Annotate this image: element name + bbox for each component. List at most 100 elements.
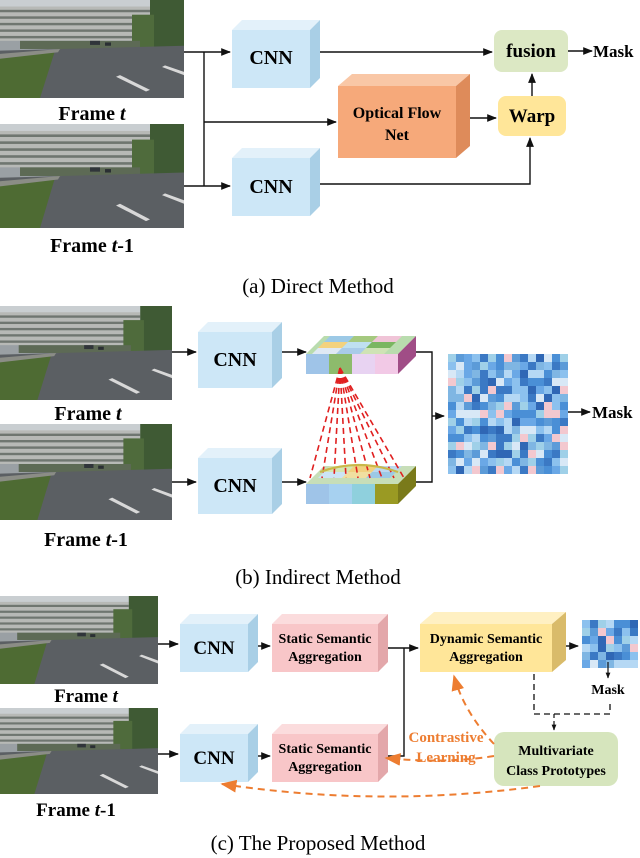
heatmap-cell xyxy=(480,458,488,466)
heatmap-cell xyxy=(496,354,504,362)
heatmap-cell xyxy=(598,628,606,636)
heatmap-cell xyxy=(552,458,560,466)
heatmap-cell xyxy=(614,620,622,628)
heatmap-cell xyxy=(504,410,512,418)
heatmap-cell xyxy=(488,426,496,434)
optical-flow-label-1: Optical Flow xyxy=(353,105,442,122)
heatmap-cell xyxy=(582,644,590,652)
heatmap-cell xyxy=(560,458,568,466)
cnn-box-bottom-a: CNN xyxy=(232,148,320,216)
heatmap-cell xyxy=(456,378,464,386)
heatmap-cell xyxy=(448,426,456,434)
heatmap-cell xyxy=(552,394,560,402)
optical-flow-label-2: Net xyxy=(385,127,410,144)
heatmap-cell xyxy=(528,434,536,442)
heatmap-cell xyxy=(630,652,638,660)
heatmap-cell xyxy=(496,458,504,466)
heatmap-cell xyxy=(512,434,520,442)
heatmap-cell xyxy=(488,458,496,466)
dsa-box: Dynamic Semantic Aggregation xyxy=(420,612,566,672)
correspondence-lines xyxy=(309,367,405,479)
heatmap-cell xyxy=(456,466,464,474)
heatmap-cell xyxy=(488,354,496,362)
heatmap-cell xyxy=(528,402,536,410)
ssa-top-label-1: Static Semantic xyxy=(279,632,372,647)
frame-t1-image-a xyxy=(0,124,184,228)
heatmap-cell xyxy=(606,620,614,628)
heatmap-cell xyxy=(544,370,552,378)
panel-b: Frame t Frame t-1 CNN CNN xyxy=(0,306,633,589)
heatmap-cell xyxy=(504,394,512,402)
heatmap-cell xyxy=(488,394,496,402)
heatmap-cell xyxy=(448,418,456,426)
heatmap-cell xyxy=(544,458,552,466)
heatmap-cell xyxy=(504,402,512,410)
cnn-label-top-a: CNN xyxy=(249,47,293,69)
heatmap-cell xyxy=(512,410,520,418)
heatmap-cell xyxy=(536,418,544,426)
heatmap-cell xyxy=(544,394,552,402)
ssa-box-bottom: Static Semantic Aggregation xyxy=(272,724,388,782)
heatmap-cell xyxy=(544,378,552,386)
heatmap-cell xyxy=(536,442,544,450)
heatmap-cell xyxy=(598,636,606,644)
heatmap-cell xyxy=(448,378,456,386)
heatmap-cell xyxy=(448,402,456,410)
heatmap-cell xyxy=(552,370,560,378)
heatmap-cell xyxy=(560,362,568,370)
heatmap-cell xyxy=(528,458,536,466)
contrastive-arrow-dsa xyxy=(451,674,495,745)
heatmap-cell xyxy=(544,434,552,442)
heatmap-cell xyxy=(456,418,464,426)
heatmap-cell xyxy=(606,636,614,644)
mask-label-a: Mask xyxy=(593,42,634,61)
heatmap-cell xyxy=(544,426,552,434)
heatmap-cell xyxy=(512,426,520,434)
heatmap-cell xyxy=(480,450,488,458)
cnn-label-top-b: CNN xyxy=(213,349,257,371)
heatmap-cell xyxy=(560,418,568,426)
heatmap-cell xyxy=(480,370,488,378)
heatmap-cell xyxy=(552,418,560,426)
heatmap-cell xyxy=(456,394,464,402)
contrastive-label-2: Learning xyxy=(416,750,476,766)
frame-t1-image-c xyxy=(0,708,158,794)
heatmap-cell xyxy=(520,458,528,466)
heatmap-cell xyxy=(496,418,504,426)
frame-t1-label-b: Frame t-1 xyxy=(44,529,128,551)
heatmap-cell xyxy=(496,466,504,474)
heatmap-cell xyxy=(582,620,590,628)
caption-a: (a) Direct Method xyxy=(242,274,394,298)
cnn-label-top-c: CNN xyxy=(193,638,234,659)
heatmap-cell xyxy=(480,466,488,474)
heatmap-cell xyxy=(512,402,520,410)
heatmap-cell xyxy=(606,660,614,668)
heatmap-cell xyxy=(472,402,480,410)
heatmap-cell xyxy=(504,426,512,434)
prototypes-label-2: Class Prototypes xyxy=(506,764,606,779)
heatmap-cell xyxy=(464,418,472,426)
heatmap-cell xyxy=(464,426,472,434)
heatmap-cell xyxy=(552,386,560,394)
heatmap-cell xyxy=(456,370,464,378)
heatmap-cell xyxy=(504,418,512,426)
heatmap-cell xyxy=(480,418,488,426)
heatmap-cell xyxy=(512,386,520,394)
frame-t1-label-a: Frame t-1 xyxy=(50,235,134,257)
heatmap-cell xyxy=(536,426,544,434)
heatmap-cell xyxy=(480,402,488,410)
heatmap-cell xyxy=(606,652,614,660)
heatmap-cell xyxy=(488,434,496,442)
heatmap-cell xyxy=(504,434,512,442)
heatmap-cell xyxy=(448,442,456,450)
heatmap-cell xyxy=(622,620,630,628)
heatmap-cell xyxy=(598,660,606,668)
heatmap-cell xyxy=(456,450,464,458)
heatmap-cell xyxy=(504,378,512,386)
heatmap-cell xyxy=(464,386,472,394)
dsa-label-1: Dynamic Semantic xyxy=(430,632,542,647)
heatmap-cell xyxy=(496,410,504,418)
heatmap-cell xyxy=(614,660,622,668)
heatmap-cell xyxy=(512,370,520,378)
heatmap-cell xyxy=(480,378,488,386)
